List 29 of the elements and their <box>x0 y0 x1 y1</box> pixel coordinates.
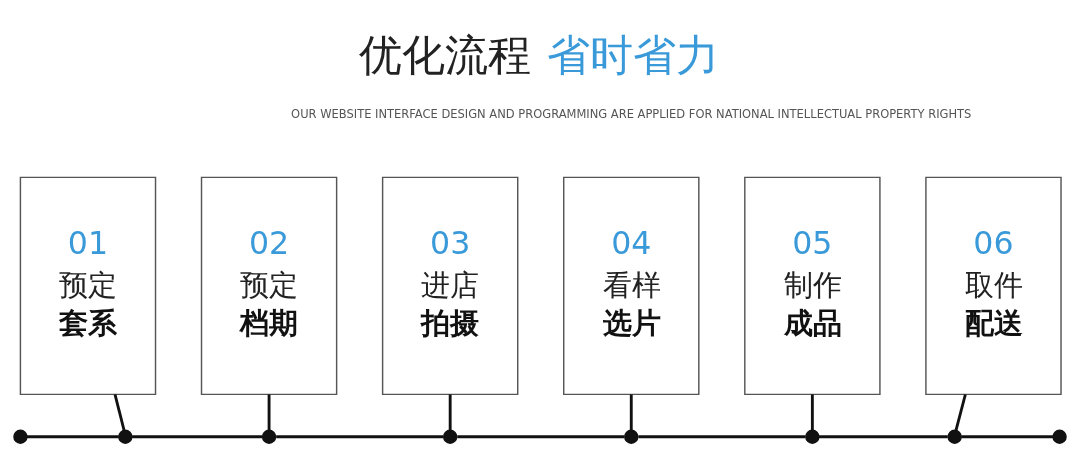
connector <box>638 434 806 438</box>
node-box: 02 预定 档期 <box>200 176 338 395</box>
node-circle <box>624 429 639 444</box>
connector <box>629 394 633 430</box>
connector <box>954 393 967 430</box>
connector <box>457 434 625 438</box>
node-box: 04 看样 选片 <box>563 176 700 395</box>
connector <box>819 434 948 438</box>
connector <box>267 394 271 430</box>
connector <box>448 394 452 430</box>
label: OUR WEBSITE INTERFACE DESIGN AND PROGRAMMING ARE APPLIED FOR NATIONAL INTELLECTUAL PROPERTY RIGHTS <box>291 106 972 121</box>
node-circle <box>442 429 458 444</box>
node-circle <box>947 429 962 444</box>
diagram-title: 优化流程 省时省力 <box>358 29 720 80</box>
node-circle <box>1052 429 1067 444</box>
node-circle <box>805 429 820 444</box>
connector <box>132 434 263 438</box>
connector <box>26 434 119 438</box>
connector <box>810 394 814 430</box>
node-box: 06 取件 配送 <box>925 176 1062 395</box>
node-box: 01 预定 套系 <box>19 176 157 395</box>
connector <box>961 434 1054 438</box>
connector <box>113 393 126 430</box>
node-circle <box>261 429 277 444</box>
node-circle <box>13 429 28 444</box>
node-box: 05 制作 成品 <box>744 176 881 395</box>
node-box: 03 进店 拍摄 <box>381 176 519 395</box>
node-circle <box>118 429 133 444</box>
connector <box>276 434 444 438</box>
